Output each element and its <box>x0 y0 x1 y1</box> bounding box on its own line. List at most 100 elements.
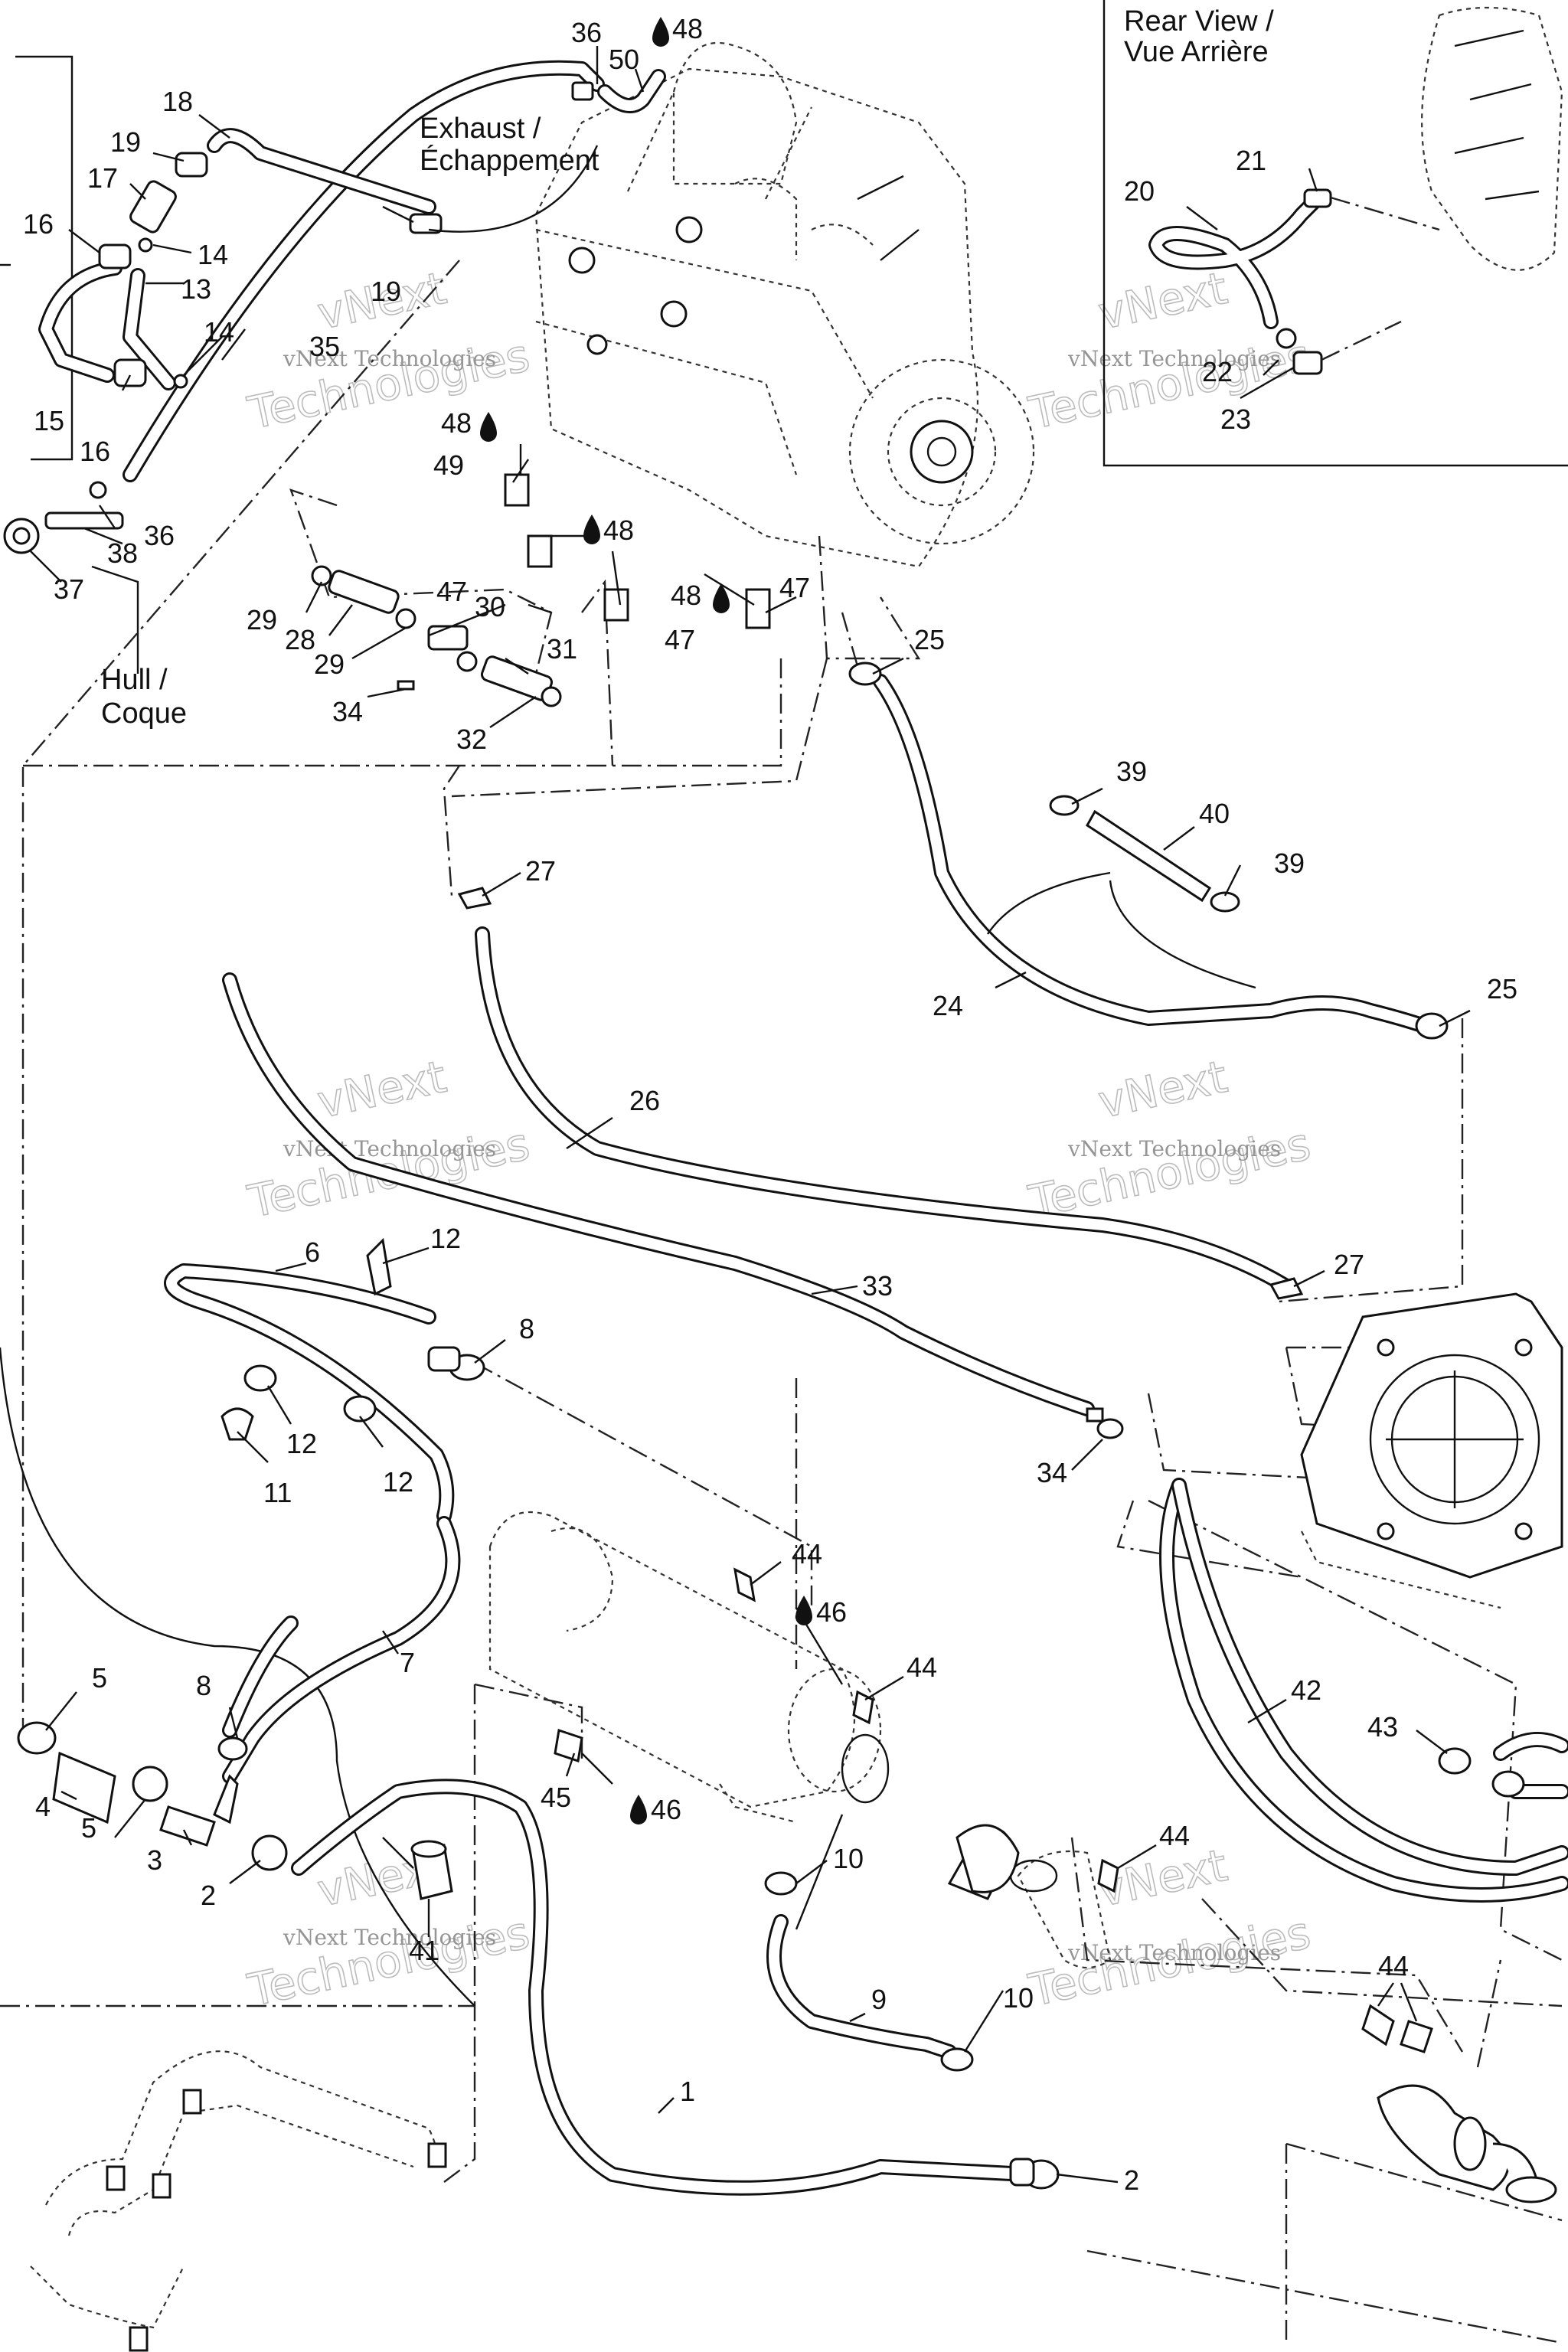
callout-12: 12 <box>286 1428 317 1459</box>
callout-45: 45 <box>541 1782 571 1813</box>
callout-26: 26 <box>629 1085 660 1116</box>
callout-14: 14 <box>198 239 228 270</box>
svg-text:vNext Technologies: vNext Technologies <box>283 1925 496 1950</box>
callout-11: 11 <box>263 1477 292 1508</box>
callout-35: 35 <box>309 331 340 362</box>
hose-6 <box>164 1263 455 1524</box>
svg-text:vNext: vNext <box>1094 1050 1232 1129</box>
exhaust-label-line2: Échappement <box>420 144 599 177</box>
lubricant-drop-icon <box>652 17 669 47</box>
callout-44: 44 <box>792 1538 822 1570</box>
watermark-mid-right: vNext Technologies vNext Technologies <box>1024 1050 1315 1229</box>
callout-18: 18 <box>162 86 193 117</box>
callout-36: 36 <box>144 520 175 551</box>
inset-title-line2: Vue Arrière <box>1124 36 1269 68</box>
callout-31: 31 <box>547 633 577 665</box>
hull-hose-detail <box>30 2050 447 2352</box>
callout-29: 29 <box>314 648 345 680</box>
callout-46: 46 <box>816 1596 847 1628</box>
svg-text:vNext: vNext <box>1094 262 1232 340</box>
callout-34: 34 <box>332 696 363 727</box>
svg-text:vNext Technologies: vNext Technologies <box>283 346 496 371</box>
hose-24 <box>873 674 1432 1034</box>
callout-34: 34 <box>1037 1457 1067 1488</box>
callout-2: 2 <box>1124 2164 1139 2196</box>
callout-2: 2 <box>201 1880 216 1911</box>
svg-text:vNext Technologies: vNext Technologies <box>1067 1940 1281 1965</box>
leader-lines <box>30 46 1471 2184</box>
svg-text:vNext Technologies: vNext Technologies <box>1067 1136 1281 1161</box>
svg-text:vNext Technologies: vNext Technologies <box>283 1136 496 1161</box>
hose-15 <box>38 260 122 383</box>
hull-label-line2: Coque <box>101 697 187 730</box>
lubricant-drop-icon <box>480 412 497 442</box>
callout-33: 33 <box>862 1270 893 1302</box>
callout-43: 43 <box>1367 1711 1398 1743</box>
callout-30: 30 <box>475 591 505 622</box>
hose-35 <box>122 60 605 482</box>
callout-13: 13 <box>181 273 211 305</box>
callout-39: 39 <box>1116 756 1147 787</box>
callout-12: 12 <box>430 1223 461 1254</box>
hose-7 <box>222 1516 461 1784</box>
svg-text:vNext Technologies: vNext Technologies <box>1067 346 1281 371</box>
callout-27: 27 <box>525 855 556 887</box>
callout-49: 49 <box>433 449 464 481</box>
callout-36: 36 <box>571 17 602 48</box>
exhaust-outlet-plate <box>1300 1292 1563 1609</box>
callout-25: 25 <box>1487 973 1517 1004</box>
watermark-low-right: vNext Technologies vNext Technologies <box>1024 1838 1315 2017</box>
hose-9 <box>766 1914 957 2060</box>
rear-view-inset: Rear View / Vue Arrière <box>1102 0 1568 467</box>
exhaust-label-line1: Exhaust / <box>420 113 541 145</box>
callout-17: 17 <box>87 162 118 194</box>
callout-15: 15 <box>34 405 64 436</box>
flow-arrows <box>382 145 1256 1869</box>
callout-44: 44 <box>1378 1950 1409 1981</box>
callout-10: 10 <box>1003 1982 1034 2014</box>
callout-8: 8 <box>196 1670 211 1701</box>
callout-29: 29 <box>247 604 277 635</box>
callout-14: 14 <box>204 316 234 348</box>
hose-33 <box>222 972 1095 1416</box>
callout-4: 4 <box>35 1791 51 1822</box>
callout-16: 16 <box>23 208 54 240</box>
watermark-low-left: vNext Technologies vNext Technologies <box>243 1838 534 2017</box>
callout-39: 39 <box>1274 848 1305 879</box>
reference-lines <box>0 55 1563 2344</box>
hose-50 <box>597 69 666 113</box>
svg-text:vNext: vNext <box>313 1050 451 1129</box>
lubricant-drop-icon <box>713 583 730 613</box>
callout-10: 10 <box>833 1843 864 1874</box>
callout-16: 16 <box>80 436 110 467</box>
callout-labels: 36 48 50 18 19 17 16 14 13 19 14 35 15 1… <box>23 13 1517 2196</box>
callout-21: 21 <box>1236 145 1266 176</box>
callout-48: 48 <box>603 514 634 546</box>
svg-text:Technologies: Technologies <box>1024 1118 1315 1228</box>
inset-title-line1: Rear View / <box>1124 5 1274 38</box>
lubricant-drop-icon <box>795 1596 812 1625</box>
lubricant-drop-icon <box>583 514 600 544</box>
engine-block <box>534 42 1035 568</box>
hose-26 <box>475 926 1294 1294</box>
watermark-top-right: vNext Technologies vNext Technologies <box>1024 261 1315 440</box>
fittings <box>3 81 1525 2190</box>
hose-42 <box>1159 1478 1568 1903</box>
callout-3: 3 <box>147 1844 162 1876</box>
hose-42-right-end <box>1493 1732 1568 1799</box>
hull-label-line1: Hull / <box>101 664 168 696</box>
callout-47: 47 <box>436 576 467 607</box>
callout-23: 23 <box>1220 403 1251 435</box>
callout-48: 48 <box>441 407 472 439</box>
lubricant-drop-icon <box>630 1795 647 1824</box>
callout-27: 27 <box>1334 1249 1364 1280</box>
callout-41: 41 <box>409 1935 439 1966</box>
callout-25: 25 <box>914 624 945 655</box>
callout-47: 47 <box>779 572 810 603</box>
callout-22: 22 <box>1202 356 1233 387</box>
callout-12: 12 <box>383 1466 413 1498</box>
hose-18 <box>207 128 436 214</box>
callout-48: 48 <box>671 580 701 611</box>
muffler <box>488 1511 890 1824</box>
